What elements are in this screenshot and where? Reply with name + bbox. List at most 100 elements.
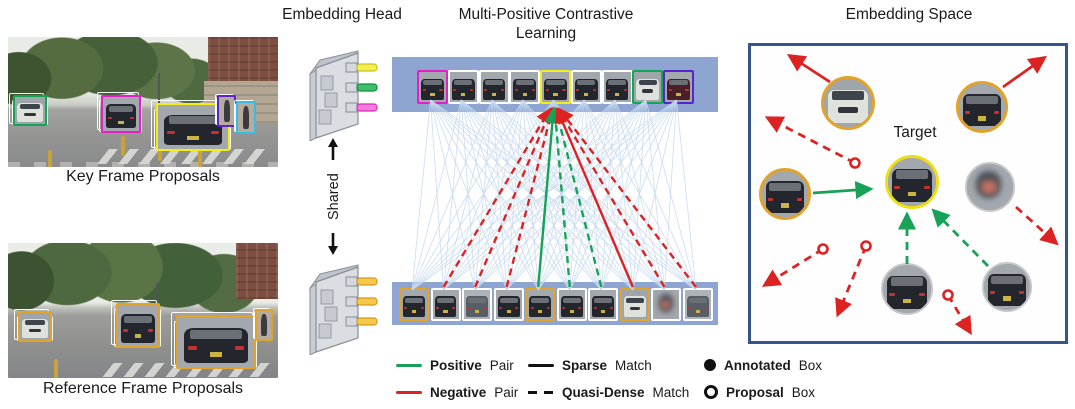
ref-patch-0 bbox=[399, 288, 429, 321]
reference-frame-caption: Reference Frame Proposals bbox=[42, 380, 244, 397]
vehicle-thumbnail bbox=[464, 290, 491, 319]
vehicle-thumbnail bbox=[419, 72, 446, 102]
bollard bbox=[48, 150, 52, 167]
vehicle-thumbnail bbox=[103, 97, 139, 131]
bollard bbox=[54, 359, 58, 378]
embedding-node-proposal bbox=[982, 262, 1032, 312]
vehicle-thumbnail bbox=[824, 79, 872, 127]
embedding-head-bottom-icon bbox=[308, 264, 378, 355]
reference-frame-image bbox=[8, 243, 278, 378]
shared-down-arrow-icon bbox=[328, 233, 338, 255]
vehicle-thumbnail bbox=[178, 317, 254, 367]
vehicle-thumbnail bbox=[883, 265, 931, 313]
crosswalk-near bbox=[8, 162, 278, 167]
vehicle-thumbnail bbox=[449, 72, 477, 102]
vehicle-thumbnail bbox=[401, 290, 427, 319]
vehicle-thumbnail bbox=[432, 290, 459, 319]
key-patch-0 bbox=[417, 70, 448, 104]
negative-line-icon bbox=[396, 390, 422, 394]
embedding-head-title: Embedding Head bbox=[282, 6, 402, 23]
vehicle-thumbnail bbox=[118, 305, 158, 346]
legend-item-negative: Negative Pair bbox=[396, 384, 518, 400]
ref-patch-2 bbox=[462, 288, 493, 321]
ref-patch-9 bbox=[682, 288, 713, 321]
vehicle-thumbnail bbox=[621, 290, 648, 319]
vehicle-thumbnail bbox=[257, 311, 271, 339]
legend-term-rest: Match bbox=[615, 357, 652, 373]
legend-term: Quasi-Dense bbox=[562, 384, 645, 400]
embedding-node-annotated bbox=[821, 76, 875, 130]
annotated-box bbox=[101, 95, 141, 133]
key-patch-row bbox=[392, 57, 718, 112]
vehicle-thumbnail bbox=[219, 97, 234, 125]
legend-item-positive: Positive Pair bbox=[396, 357, 514, 373]
vehicle-thumbnail bbox=[15, 97, 45, 124]
legend-term-rest: Pair bbox=[494, 384, 519, 400]
ref-patch-5 bbox=[556, 288, 587, 321]
legend-term-rest: Pair bbox=[489, 357, 514, 373]
vehicle-thumbnail bbox=[527, 290, 554, 319]
ref-patch-4 bbox=[525, 288, 556, 321]
ref-patch-8 bbox=[651, 288, 682, 321]
key-patch-1 bbox=[447, 70, 479, 104]
vehicle-thumbnail bbox=[495, 290, 522, 319]
embedding-node-target bbox=[885, 155, 939, 209]
legend-item-annotated: Annotated Box bbox=[704, 357, 822, 373]
embedding-head-top-icon bbox=[308, 50, 378, 141]
key-patch-2 bbox=[478, 70, 510, 104]
vehicle-thumbnail bbox=[959, 84, 1005, 130]
ref-patch-7 bbox=[619, 288, 650, 321]
embedding-node-proposal bbox=[965, 162, 1015, 212]
vehicle-thumbnail bbox=[684, 290, 711, 319]
annotated-box bbox=[255, 309, 273, 341]
bollard bbox=[198, 143, 202, 167]
traffic-pole bbox=[156, 283, 158, 313]
key-patch-3 bbox=[509, 70, 541, 104]
vehicle-thumbnail bbox=[967, 164, 1013, 210]
bollard bbox=[121, 136, 125, 156]
shared-label: Shared bbox=[326, 173, 342, 220]
annotated-box-icon bbox=[704, 359, 716, 371]
ref-patch-6 bbox=[588, 288, 619, 321]
quasi-dense-dash-icon bbox=[528, 390, 554, 394]
legend-term-rest: Box bbox=[798, 357, 823, 373]
legend-item-proposal: Proposal Box bbox=[704, 384, 815, 400]
contrastive-title: Multi-Positive Contrastive Learning bbox=[458, 6, 634, 42]
legend-term: Positive bbox=[430, 357, 482, 373]
legend-term: Negative bbox=[430, 384, 487, 400]
annotated-box bbox=[18, 311, 52, 342]
vehicle-thumbnail bbox=[20, 313, 50, 340]
proposal-box-icon bbox=[704, 385, 718, 399]
vehicle-thumbnail bbox=[590, 290, 617, 319]
legend-term-rest: Match bbox=[652, 384, 690, 400]
traffic-pole bbox=[158, 73, 160, 105]
vehicle-thumbnail bbox=[888, 158, 936, 206]
key-patch-6 bbox=[601, 70, 633, 104]
ref-patch-1 bbox=[430, 288, 461, 321]
legend-term-rest: Box bbox=[791, 384, 816, 400]
vehicle-thumbnail bbox=[634, 72, 662, 102]
vehicle-thumbnail bbox=[238, 103, 254, 132]
reference-patch-row bbox=[392, 282, 718, 325]
annotated-box bbox=[176, 315, 256, 369]
vehicle-thumbnail bbox=[984, 264, 1030, 310]
legend-term: Annotated bbox=[724, 357, 791, 373]
key-patch-5 bbox=[570, 70, 602, 104]
legend-term: Proposal bbox=[726, 384, 784, 400]
ref-patch-3 bbox=[493, 288, 524, 321]
vehicle-thumbnail bbox=[665, 72, 692, 102]
key-frame-caption: Key Frame Proposals bbox=[66, 168, 220, 185]
vehicle-thumbnail bbox=[511, 72, 539, 102]
key-patch-8 bbox=[663, 70, 694, 104]
vehicle-thumbnail bbox=[480, 72, 508, 102]
embedding-node-proposal bbox=[881, 263, 933, 315]
vehicle-thumbnail bbox=[558, 290, 585, 319]
legend-term: Sparse bbox=[562, 357, 608, 373]
key-patch-4 bbox=[540, 70, 571, 104]
legend-item-quasi-dense: Quasi-Dense Match bbox=[528, 384, 689, 400]
embedding-space-title: Embedding Space bbox=[845, 6, 973, 23]
sparse-line-icon bbox=[528, 363, 554, 367]
legend-item-sparse: Sparse Match bbox=[528, 357, 652, 373]
embedding-space-panel: Target bbox=[748, 43, 1068, 344]
